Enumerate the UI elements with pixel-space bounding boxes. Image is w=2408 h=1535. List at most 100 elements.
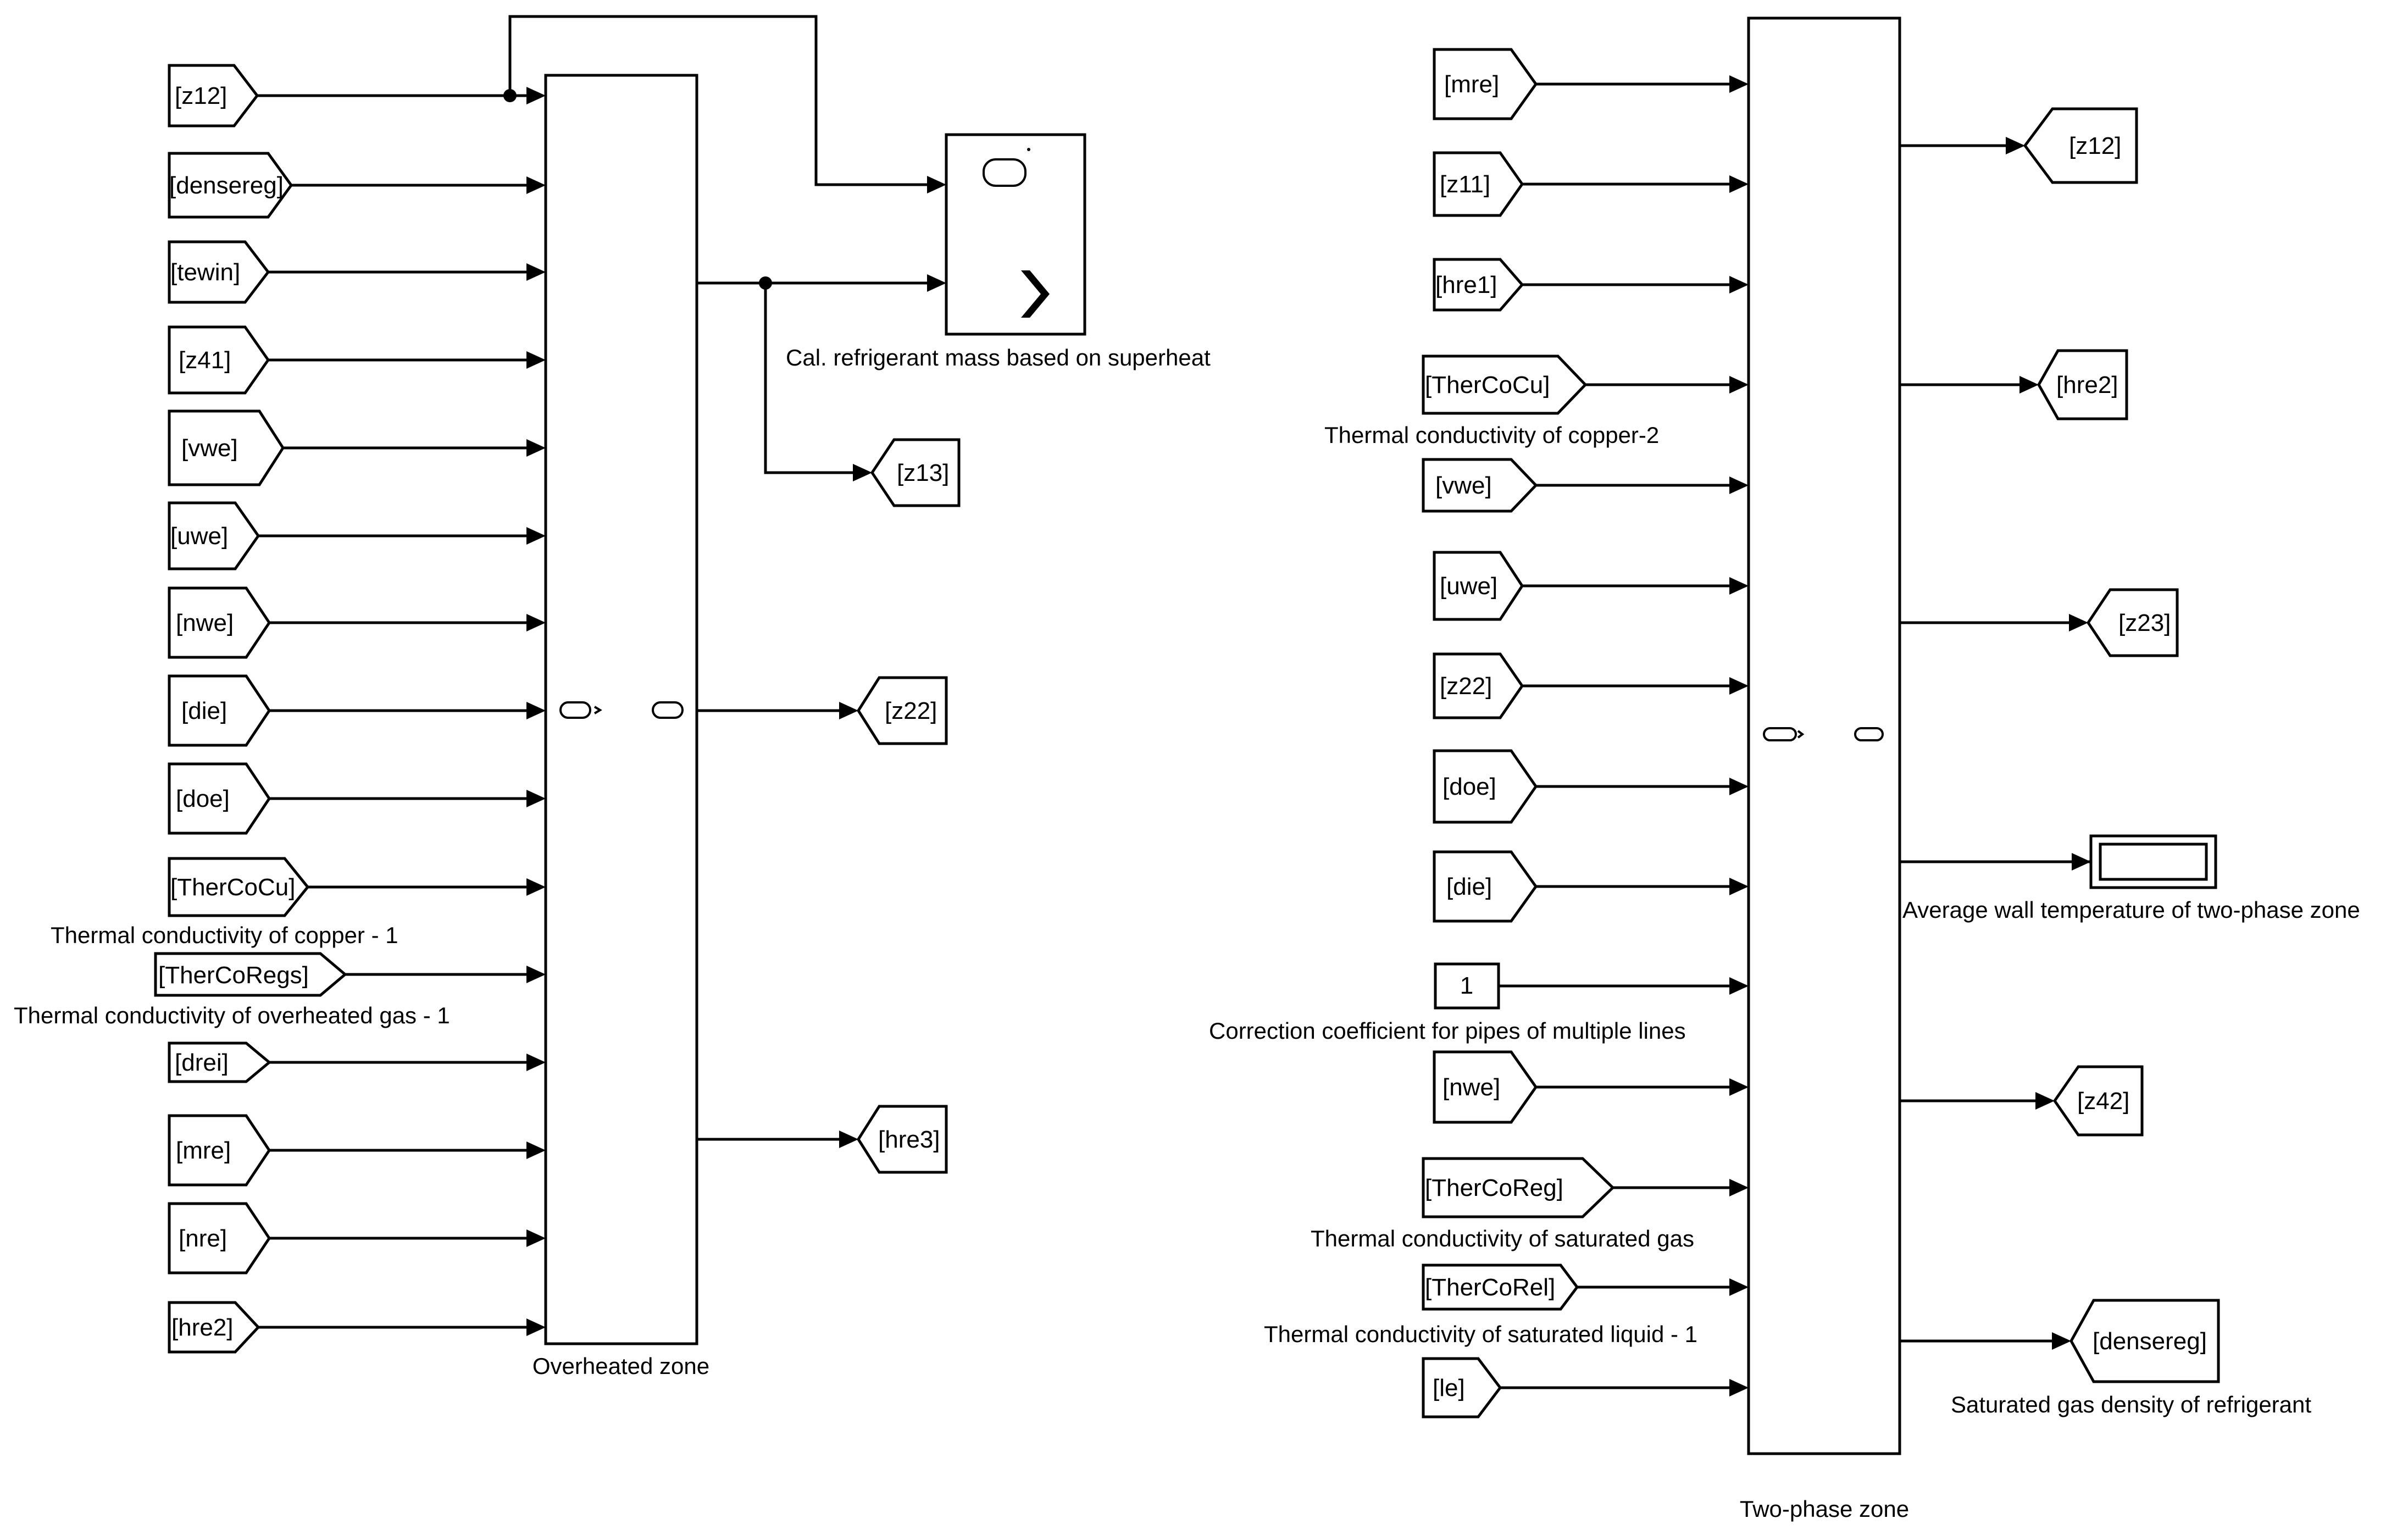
- arrow-head: [526, 614, 546, 631]
- from-tag-doe[interactable]: [1433, 749, 1538, 824]
- from-tag-mre[interactable]: [1433, 48, 1538, 120]
- refrigerant-mass-block[interactable]: [945, 133, 1086, 336]
- goto-tag-z12[interactable]: [2023, 107, 2138, 184]
- from-tag-drei[interactable]: [168, 1041, 271, 1083]
- goto-tag-z13[interactable]: [870, 438, 961, 507]
- note-correction-coefficient: Correction coefficient for pipes of mult…: [1209, 1018, 1686, 1044]
- from-tag-label: [TherCoCu]: [1425, 372, 1550, 398]
- from-tag-nwe[interactable]: [1433, 1050, 1538, 1124]
- from-tag-le[interactable]: [1422, 1357, 1502, 1418]
- from-tag-label: [z22]: [1440, 673, 1492, 700]
- arrow-head: [2035, 1092, 2055, 1110]
- two-phase-zone-glyph: [1763, 727, 1884, 741]
- arrow-head: [2019, 376, 2039, 394]
- arrow-head: [1729, 1278, 1749, 1296]
- arrow-head: [927, 274, 946, 292]
- overheated-zone-block[interactable]: [544, 74, 698, 1345]
- from-tag-label: [vwe]: [1435, 472, 1492, 499]
- goto-tag-label: [z42]: [2077, 1088, 2129, 1115]
- from-tag-label: [hre2]: [171, 1314, 234, 1341]
- arrow-head: [1729, 1078, 1749, 1096]
- arrow-head: [1729, 476, 1749, 494]
- goto-tag-label: [z12]: [2069, 132, 2121, 159]
- mass-block-group: Cal. refrigerant mass based on superheat: [786, 133, 1211, 370]
- from-tag-label: [doe]: [1442, 773, 1496, 800]
- from-tag-label: [die]: [1446, 873, 1492, 900]
- from-tag-label: [uwe]: [170, 523, 228, 550]
- from-tag-doe[interactable]: [168, 762, 271, 835]
- from-tag-label: [TherCoCu]: [170, 874, 295, 901]
- from-tag-label: [doe]: [176, 785, 230, 812]
- two-phase-zone-block[interactable]: [1747, 16, 1901, 1455]
- from-tag-tewin[interactable]: [168, 240, 270, 304]
- arrow-head: [2006, 137, 2025, 154]
- goto-tag-hre3[interactable]: [857, 1105, 948, 1174]
- from-tag-z41[interactable]: [168, 325, 270, 395]
- note-thermal-conductivity-copper-1: Thermal conductivity of copper - 1: [51, 922, 398, 948]
- two-phase-zone-group: Two-phase zone [mre] [z11] [hre1] [TherC…: [1209, 16, 2360, 1522]
- from-tag-die[interactable]: [168, 674, 271, 747]
- arrow-head: [526, 966, 546, 983]
- goto-tag-hre2[interactable]: [2037, 349, 2128, 420]
- from-tag-label: [nwe]: [176, 609, 234, 636]
- from-tag-mre[interactable]: [168, 1114, 271, 1187]
- goto-tag-label: [hre3]: [878, 1126, 940, 1153]
- arrow-head: [2069, 614, 2088, 631]
- overheated-zone-glyph: [559, 701, 684, 719]
- arrow-head: [526, 263, 546, 281]
- arrow-head: [2072, 853, 2091, 871]
- from-tag-densereg[interactable]: [168, 152, 293, 219]
- from-tag-label: [le]: [1433, 1375, 1465, 1401]
- note-average-wall-temperature: Average wall temperature of two-phase zo…: [1902, 897, 2360, 923]
- from-tag-vwe[interactable]: [1422, 458, 1538, 513]
- arrow-head: [526, 790, 546, 807]
- note-saturated-gas-density: Saturated gas density of refrigerant: [1951, 1392, 2311, 1417]
- arrow-head: [839, 702, 858, 719]
- from-tag-thercorel[interactable]: [1422, 1264, 1579, 1311]
- from-tag-z12[interactable]: [168, 64, 259, 128]
- from-tag-die[interactable]: [1433, 850, 1538, 923]
- from-tag-label: [TherCoRel]: [1425, 1274, 1555, 1301]
- from-tag-label: [TherCoReg]: [1425, 1174, 1563, 1201]
- overheated-zone-caption: Overheated zone: [532, 1353, 709, 1379]
- from-tag-thercoreg[interactable]: [1422, 1157, 1615, 1218]
- goto-tag-z42[interactable]: [2052, 1065, 2144, 1137]
- from-tag-thercoregs[interactable]: [154, 952, 347, 997]
- from-tag-nre[interactable]: [168, 1202, 271, 1274]
- from-tag-thercocu[interactable]: [168, 857, 310, 917]
- goto-tag-z22[interactable]: [857, 676, 948, 745]
- from-tag-hre2[interactable]: [168, 1301, 260, 1354]
- from-tag-z11[interactable]: [1433, 151, 1524, 217]
- goto-tag-densereg[interactable]: [2069, 1299, 2220, 1383]
- from-tag-hre1[interactable]: [1433, 258, 1524, 312]
- mass-block-glyph: [983, 158, 1027, 187]
- arrow-head: [526, 1141, 546, 1159]
- from-tag-label: [drei]: [175, 1049, 229, 1076]
- from-tag-vwe[interactable]: [168, 409, 285, 486]
- from-tag-label: [nre]: [179, 1225, 227, 1252]
- signal-line: [764, 283, 855, 474]
- two-phase-zone-caption: Two-phase zone: [1740, 1496, 1909, 1522]
- arrow-head: [1729, 677, 1749, 695]
- arrow-head: [526, 702, 546, 719]
- arrow-head: [526, 1054, 546, 1071]
- from-tag-label: [hre1]: [1435, 271, 1497, 298]
- from-tag-label: [nwe]: [1442, 1074, 1500, 1101]
- note-thermal-conductivity-overheated-gas: Thermal conductivity of overheated gas -…: [14, 1002, 450, 1028]
- from-tag-nwe[interactable]: [168, 586, 271, 659]
- from-tag-label: [densereg]: [169, 172, 284, 199]
- from-tag-z22[interactable]: [1433, 652, 1524, 719]
- from-tag-uwe[interactable]: [168, 501, 260, 570]
- arrow-head: [839, 1131, 858, 1148]
- from-tag-label: [die]: [181, 697, 227, 724]
- from-tag-thercocu[interactable]: [1422, 354, 1588, 415]
- from-tag-uwe[interactable]: [1433, 551, 1524, 621]
- arrow-head: [1729, 1379, 1749, 1397]
- arrow-head: [526, 878, 546, 896]
- constant-block[interactable]: [1434, 962, 1500, 1010]
- from-tag-label: [z41]: [179, 347, 231, 374]
- from-tag-label: [mre]: [1444, 71, 1499, 98]
- goto-tag-z23[interactable]: [2086, 588, 2179, 657]
- from-tag-label: [tewin]: [170, 259, 240, 286]
